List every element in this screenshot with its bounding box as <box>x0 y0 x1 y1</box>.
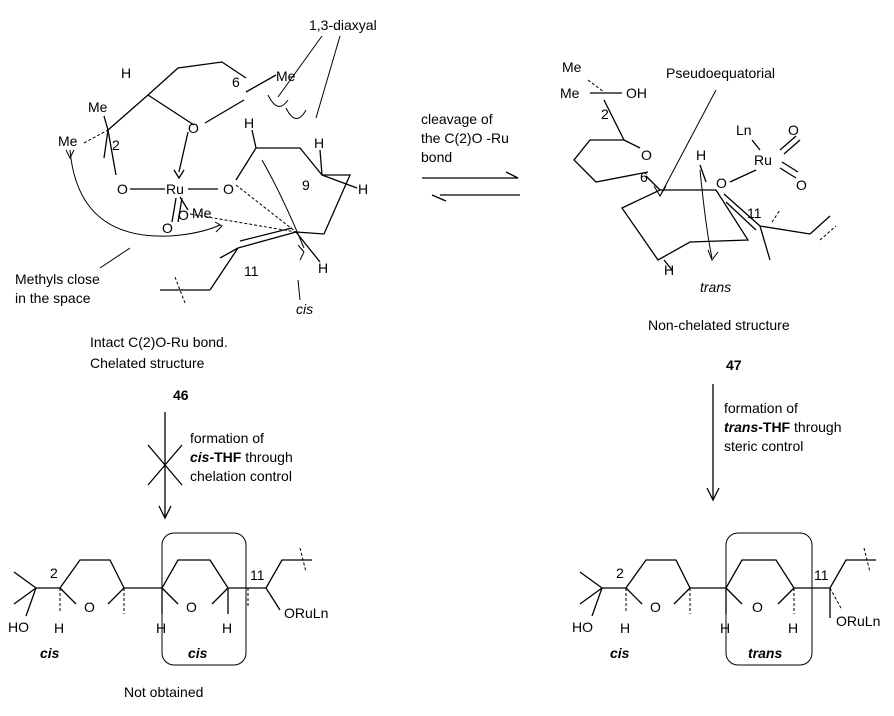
locant-9: 9 <box>302 177 310 193</box>
atom-h: H <box>620 620 630 636</box>
right-arrow-text-1: formation of <box>724 400 798 416</box>
diaxyal-annotation: 1,3-diaxyal <box>277 17 377 119</box>
atom-ln: Ln <box>736 122 752 138</box>
atom-me: Me <box>560 85 580 101</box>
product-left: 2 HO O H O H H 11 ORuLn cis cis <box>8 532 328 666</box>
locant-2: 2 <box>616 565 624 581</box>
atom-h: H <box>314 135 324 151</box>
label-pseudoequatorial: Pseudoequatorial <box>666 65 775 81</box>
atom-o: O <box>223 181 234 197</box>
atom-h: H <box>696 147 706 163</box>
locant-6: 6 <box>232 74 240 90</box>
atom-oh: OH <box>626 85 647 101</box>
equilibrium: cleavage of the C(2)O -Ru bond <box>421 111 520 202</box>
atom-me: Me <box>88 99 108 115</box>
atom-o: O <box>641 147 652 163</box>
equilibrium-text-3: bond <box>421 149 452 165</box>
locant-2: 2 <box>601 106 609 122</box>
atom-o: O <box>162 220 173 236</box>
atom-ho: HO <box>8 619 29 635</box>
label-methyls-close: Methyls close <box>15 271 100 287</box>
locant-2: 2 <box>112 137 120 153</box>
label-intact-bond: Intact C(2)O-Ru bond. <box>90 334 228 350</box>
atom-me: Me <box>562 59 582 75</box>
atom-o: O <box>650 599 661 615</box>
stereo-cis: cis <box>296 301 313 317</box>
atom-o: O <box>716 175 727 191</box>
label-not-obtained: Not obtained <box>124 684 203 700</box>
right-arrow-text-3: steric control <box>724 438 803 454</box>
atom-orauln: ORuLn <box>284 605 328 621</box>
left-arrow-text-1: formation of <box>190 430 264 446</box>
stereo-trans: trans <box>700 279 731 295</box>
equilibrium-text-2: the C(2)O -Ru <box>421 130 509 146</box>
structure-47: Me Me OH 2 O 6 Pseudoequatorial H H O Ru… <box>560 59 837 295</box>
atom-h: H <box>54 620 64 636</box>
label-diaxyal: 1,3-diaxyal <box>309 17 377 33</box>
right-arrow-text-2: trans-THF through <box>724 419 842 435</box>
atom-h: H <box>244 115 254 131</box>
atom-ru: Ru <box>166 181 184 197</box>
atom-o: O <box>178 207 189 223</box>
stereo-trans: trans <box>748 645 782 661</box>
atom-h: H <box>121 65 131 81</box>
locant-11: 11 <box>814 567 829 583</box>
right-arrow: formation of trans-THF through steric co… <box>706 384 842 502</box>
atom-o: O <box>186 599 197 615</box>
atom-h: H <box>318 260 328 276</box>
atom-me: Me <box>192 205 212 221</box>
label-non-chelated: Non-chelated structure <box>648 317 790 333</box>
atom-h: H <box>720 620 730 636</box>
atom-o: O <box>84 599 95 615</box>
atom-ho: HO <box>572 619 593 635</box>
atom-o: O <box>752 599 763 615</box>
product-right: 2 HO O H O H H 11 ORuLn cis trans <box>572 532 880 666</box>
atom-o: O <box>796 177 807 193</box>
atom-ru: Ru <box>754 152 772 168</box>
equilibrium-text-1: cleavage of <box>421 111 493 127</box>
stereo-cis: cis <box>40 645 60 661</box>
label-chelated: Chelated structure <box>90 355 205 371</box>
atom-h: H <box>156 620 166 636</box>
locant-11: 11 <box>747 205 762 221</box>
left-arrow: formation of cis-THF through chelation c… <box>147 412 293 520</box>
atom-o: O <box>117 181 128 197</box>
atom-me: Me <box>58 133 78 149</box>
atom-o: O <box>788 122 799 138</box>
locant-11: 11 <box>250 567 265 583</box>
locant-11: 11 <box>244 263 259 279</box>
compound-number-47: 47 <box>726 357 742 373</box>
compound-number-46: 46 <box>173 387 189 403</box>
locant-2: 2 <box>50 565 58 581</box>
atom-h: H <box>358 181 368 197</box>
left-arrow-text-2: cis-THF through <box>190 449 293 465</box>
stereo-cis: cis <box>188 645 208 661</box>
left-arrow-text-3: chelation control <box>190 468 292 484</box>
methyls-annotation: Methyls close in the space <box>15 247 131 306</box>
atom-h: H <box>222 620 232 636</box>
label-in-space: in the space <box>15 290 91 306</box>
atom-o: O <box>188 120 199 136</box>
atom-h: H <box>664 262 674 278</box>
atom-orauln: ORuLn <box>836 613 880 629</box>
structure-46: H O 6 Me Me Me 2 O Ru O O O Me H H H 9 <box>58 61 368 317</box>
locant-6: 6 <box>640 169 648 185</box>
atom-h: H <box>788 620 798 636</box>
stereo-cis: cis <box>610 645 630 661</box>
